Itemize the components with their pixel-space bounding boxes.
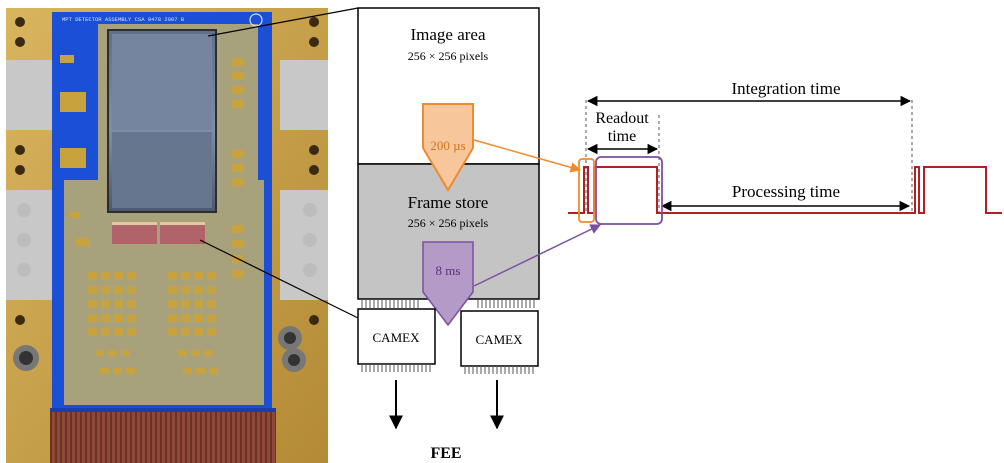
readout-time-label-1: Readout bbox=[595, 110, 649, 127]
board-title: MPT DETECTOR ASSEMBLY CSA 0478 2007 B bbox=[62, 16, 185, 23]
frame-store-pixels: 256 × 256 pixels bbox=[408, 216, 489, 230]
ccd-schematic: Image area 256 × 256 pixels Frame store … bbox=[358, 8, 539, 462]
image-area-label: Image area bbox=[410, 25, 485, 44]
flex-cable bbox=[50, 412, 276, 463]
readout-time-label-2: time bbox=[608, 128, 636, 145]
integration-time-label: Integration time bbox=[731, 79, 840, 98]
transfer-time-8ms: 8 ms bbox=[436, 263, 461, 278]
detector-photo: MPT DETECTOR ASSEMBLY CSA 0478 2007 B bbox=[0, 0, 335, 463]
processing-time-label: Processing time bbox=[732, 182, 840, 201]
transfer-time-200us: 200 µs bbox=[430, 138, 465, 153]
pins-camex-right bbox=[465, 366, 533, 374]
camex-right-label: CAMEX bbox=[476, 332, 524, 347]
image-area-pixels: 256 × 256 pixels bbox=[408, 49, 489, 63]
timing-diagram: Integration time Readout time Processing… bbox=[568, 79, 1002, 224]
fee-label: FEE bbox=[430, 445, 461, 462]
frame-store-label: Frame store bbox=[408, 193, 489, 212]
camex-left-label: CAMEX bbox=[373, 330, 421, 345]
pins-camex-left bbox=[362, 364, 430, 372]
